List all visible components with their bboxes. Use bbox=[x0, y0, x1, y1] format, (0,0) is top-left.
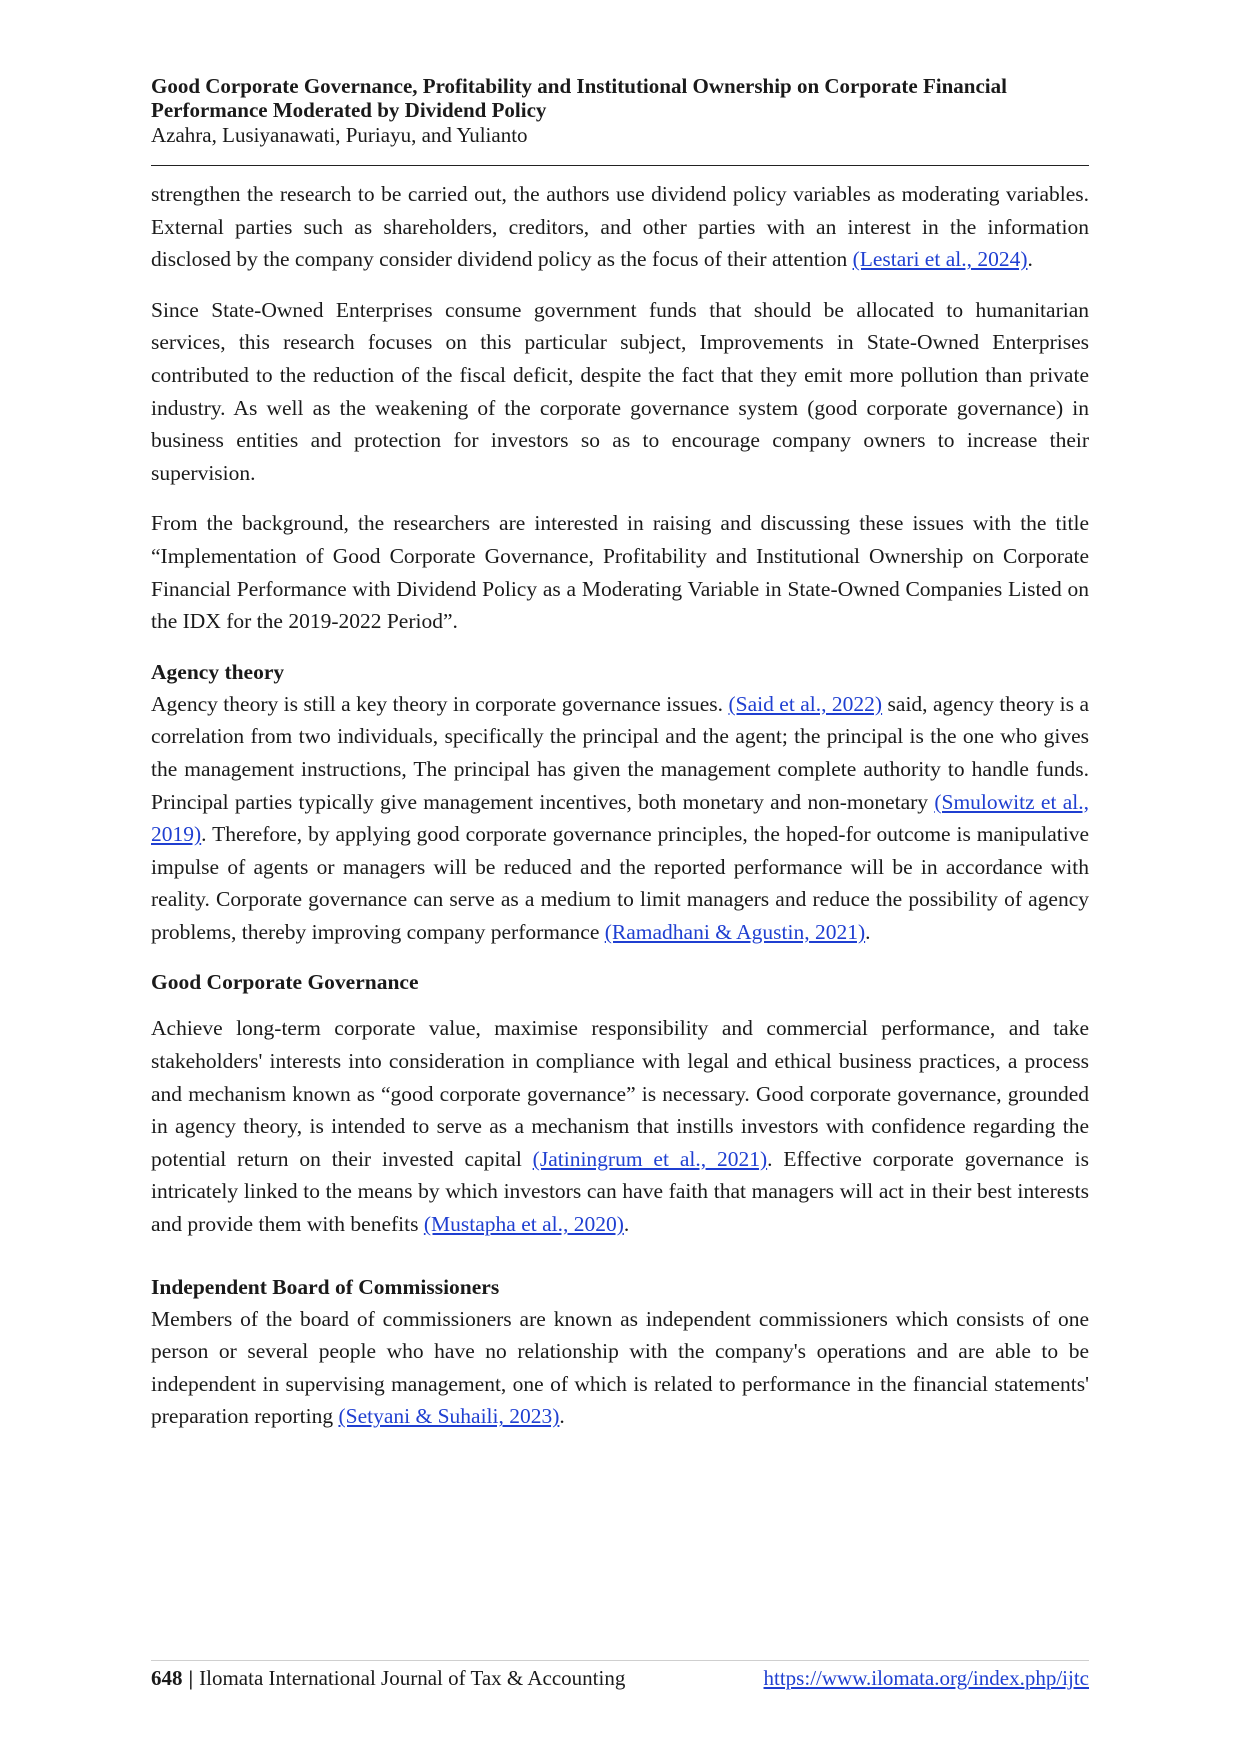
page-number: 648 bbox=[151, 1666, 183, 1690]
paragraph-dividend-policy: strengthen the research to be carried ou… bbox=[151, 182, 1089, 272]
paragraph-independent-board: Members of the board of commissioners ar… bbox=[151, 1306, 1089, 1429]
paper-title: Good Corporate Governance, Profitability… bbox=[151, 74, 1007, 122]
paragraph-state-owned: Since State-Owned Enterprises consume go… bbox=[151, 297, 1089, 485]
header-divider bbox=[151, 165, 1089, 166]
paragraph-good-corporate-governance: Achieve long-term corporate value, maxim… bbox=[151, 1016, 1089, 1237]
page-footer: 648|Ilomata International Journal of Tax… bbox=[151, 1664, 1089, 1692]
citation-link[interactable]: (Smulowitz et al., 2019) bbox=[151, 789, 1089, 847]
footer-separator: | bbox=[188, 1666, 194, 1690]
citation-link[interactable]: (Mustapha et al., 2020) bbox=[423, 1212, 624, 1237]
citation-link[interactable]: (Setyani & Suhaili, 2023) bbox=[338, 1404, 560, 1429]
citation-link[interactable]: (Lestari et al., 2024) bbox=[852, 247, 1028, 272]
section-heading-independent-board: Independent Board of Commissioners bbox=[151, 1274, 500, 1299]
journal-name: Ilomata International Journal of Tax & A… bbox=[199, 1666, 626, 1690]
footer-divider bbox=[151, 1660, 1089, 1661]
paragraph-background: From the background, the researchers are… bbox=[151, 511, 1089, 634]
page-body: strengthen the research to be carried ou… bbox=[151, 178, 1089, 1451]
footer-journal-info: 648|Ilomata International Journal of Tax… bbox=[151, 1664, 625, 1692]
citation-link[interactable]: (Ramadhani & Agustin, 2021) bbox=[604, 919, 866, 944]
running-header: Good Corporate Governance, Profitability… bbox=[151, 74, 1091, 148]
citation-link[interactable]: (Said et al., 2022) bbox=[728, 691, 883, 716]
citation-link[interactable]: (Jatiningrum et al., 2021) bbox=[532, 1146, 768, 1171]
section-heading-agency-theory: Agency theory bbox=[151, 659, 285, 684]
journal-url-link[interactable]: https://www.ilomata.org/index.php/ijtc bbox=[763, 1666, 1089, 1690]
paragraph-agency-theory: Agency theory is still a key theory in c… bbox=[151, 691, 1090, 944]
section-heading-good-corporate-governance: Good Corporate Governance bbox=[151, 970, 419, 995]
paper-authors: Azahra, Lusiyanawati, Puriayu, and Yulia… bbox=[151, 123, 528, 147]
